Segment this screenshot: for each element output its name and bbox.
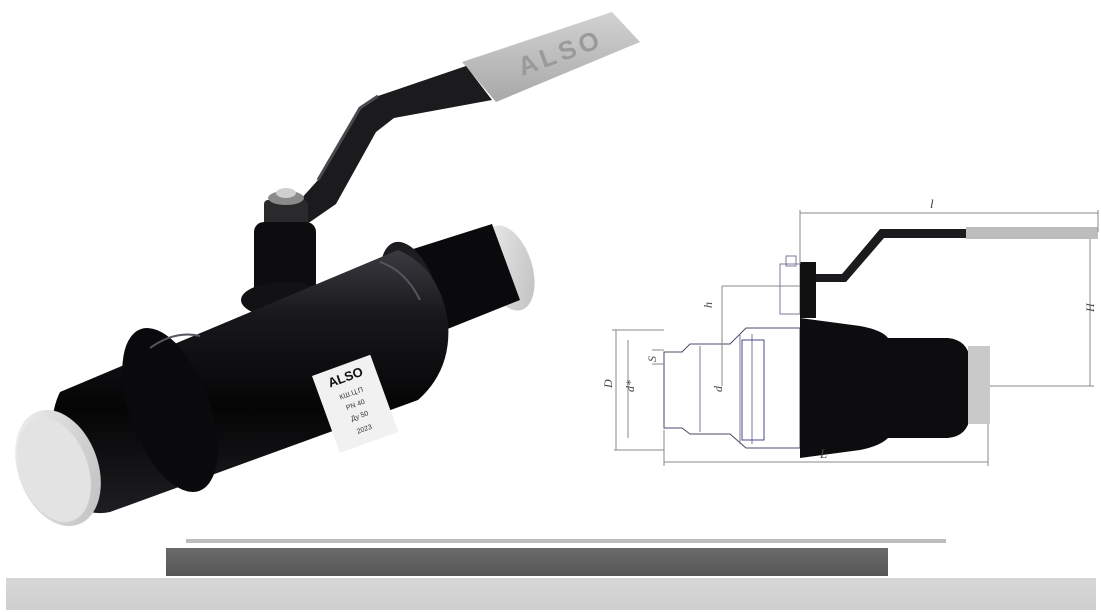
nameplate-line-4: 2023 (356, 424, 373, 436)
dim-height-stem: h (701, 302, 715, 308)
left-end-cap (15, 409, 101, 527)
drawing-handle-lever (805, 229, 966, 282)
nameplate: ALSO КШ.Ц.П PN 40 Ду 50 2023 (312, 354, 399, 454)
valve-photo: ALSO ALSO КШ.Ц.П PN 40 Ду 5 (15, 12, 640, 527)
divider-line (186, 539, 946, 543)
light-footer-bar (6, 578, 1096, 610)
technical-drawing: l H h D d* S d L (601, 196, 1099, 466)
dim-bore: d (711, 385, 725, 392)
dim-outer-diameter: D (601, 379, 615, 389)
drawing-pipe-end (968, 346, 990, 424)
dim-wall: S (645, 356, 659, 362)
dim-body-length: L (819, 446, 827, 461)
drawing-handle-grip (966, 227, 1098, 239)
handle-grip (462, 12, 640, 102)
dark-banner-bar (166, 548, 888, 576)
dim-height-total: H (1083, 302, 1097, 313)
dim-pipe-diameter: d* (623, 380, 637, 392)
dim-handle-length: l (930, 196, 934, 211)
drawing-body (800, 318, 970, 458)
handle-lever (268, 66, 492, 232)
